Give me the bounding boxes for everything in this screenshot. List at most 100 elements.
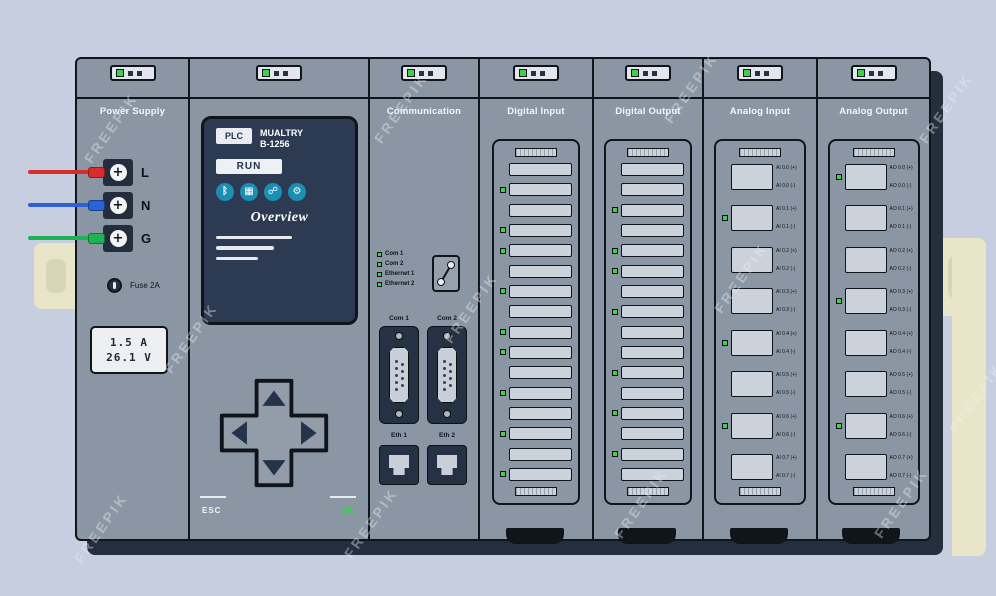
fuse-pin xyxy=(113,282,116,289)
channel-label: AI 0.3 (-) xyxy=(776,307,796,314)
eth-port-label: Eth 1 xyxy=(391,432,407,439)
terminal-slot xyxy=(509,203,572,217)
terminal-slot xyxy=(509,163,572,176)
module-latch-clip xyxy=(730,528,788,544)
legend-label: Ethernet 1 xyxy=(385,271,415,277)
terminal-slot xyxy=(509,345,572,359)
power-display: 1.5 A 26.1 V xyxy=(90,326,168,374)
terminal-slot xyxy=(621,447,684,461)
legend-led-icon xyxy=(377,281,382,287)
pin-icon xyxy=(400,384,404,387)
power-led-icon xyxy=(743,69,751,77)
status-led-icon xyxy=(274,70,279,76)
screw-icon: + xyxy=(109,230,127,247)
analog-channel-row: AO 0.4 (+)AO 0.4 (-) xyxy=(836,329,915,356)
channel-led-icon xyxy=(500,247,506,254)
io-slot-row xyxy=(612,345,684,359)
analog-output-channels: AO 0.0 (+)AO 0.0 (-)AO 0.1 (+)AO 0.1 (-)… xyxy=(830,157,918,487)
io-slot-row xyxy=(500,183,572,197)
terminal-slot xyxy=(731,329,773,356)
io-slot-row xyxy=(612,163,684,176)
rj45-connector xyxy=(389,455,409,475)
pin-icon xyxy=(394,359,398,363)
db9-connector xyxy=(437,347,457,403)
channel-led-icon xyxy=(612,207,618,214)
ethernet-port-1 xyxy=(379,445,419,485)
module-title-analog-output: Analog Output xyxy=(839,106,908,117)
analog-channel-row: AO 0.1 (+)AO 0.1 (-) xyxy=(836,205,915,232)
digital-output-slots xyxy=(606,157,690,487)
terminal-screw: + xyxy=(103,192,133,219)
channel-label: AI 0.4 (-) xyxy=(776,348,796,355)
screen-title: Overview xyxy=(250,209,309,225)
channel-labels: AO 0.4 (+)AO 0.4 (-) xyxy=(890,331,913,355)
channel-label: AI 0.6 (-) xyxy=(776,431,796,438)
channel-label: AO 0.3 (+) xyxy=(889,289,913,296)
pin-icon xyxy=(400,370,404,373)
terminal-slot xyxy=(731,371,773,398)
dpad-cross xyxy=(219,378,329,488)
io-slot-row xyxy=(612,305,684,319)
gear-icon: ⚙ xyxy=(288,182,306,201)
io-slot-row xyxy=(612,366,684,380)
module-top-strip xyxy=(594,59,702,99)
legend-led-icon xyxy=(377,261,382,267)
channel-led-icon xyxy=(835,422,842,429)
terminal-slot xyxy=(509,427,572,441)
terminal-slot xyxy=(509,467,572,481)
module-top-strip xyxy=(190,59,368,99)
terminal-slot xyxy=(509,406,572,420)
wire-l xyxy=(28,170,90,174)
dpad-right-icon xyxy=(301,421,317,445)
power-led-icon xyxy=(407,69,415,77)
io-slot-row xyxy=(500,203,572,217)
terminal-slot xyxy=(731,205,773,232)
legend-row: Com 1 xyxy=(377,251,414,257)
menu-line xyxy=(216,256,258,260)
status-led-cluster xyxy=(256,65,302,81)
module-latch-clip xyxy=(506,528,564,544)
io-slot-row xyxy=(500,223,572,237)
pin-icon xyxy=(442,373,446,377)
channel-label: AI 0.7 (-) xyxy=(776,473,796,480)
plc-icon-row: ᛒ▦☍⚙ xyxy=(216,182,343,201)
channel-led-icon xyxy=(835,298,842,305)
plc-screen: PLC MUALTRY B-1256 RUN ᛒ▦☍⚙ Overview xyxy=(201,116,358,325)
terminal-slot xyxy=(844,454,887,481)
channel-labels: AO 0.2 (+)AO 0.2 (-) xyxy=(890,248,913,272)
pin-icon xyxy=(400,377,404,380)
pin-icon xyxy=(448,384,452,387)
io-slot-row xyxy=(500,163,572,176)
legend-label: Com 1 xyxy=(385,251,404,257)
channel-label: AO 0.3 (-) xyxy=(889,307,912,314)
channel-labels: AI 0.0 (+)AI 0.0 (-) xyxy=(776,165,797,189)
analog-channel-row: AI 0.2 (+)AI 0.2 (-) xyxy=(722,246,801,273)
dpad-control xyxy=(219,378,329,488)
io-slot-row xyxy=(612,325,684,339)
io-slot-row xyxy=(612,386,684,400)
channel-led-icon xyxy=(500,430,506,437)
analog-channel-row: AI 0.0 (+)AI 0.0 (-) xyxy=(722,163,801,190)
status-led-icon xyxy=(652,70,657,76)
module-top-strip xyxy=(480,59,592,99)
io-slot-row xyxy=(500,447,572,461)
channel-labels: AO 0.3 (+) AO 0.3 (-) xyxy=(890,289,913,313)
channel-label: AO 0.4 (-) xyxy=(889,348,912,355)
ok-button-label: OK xyxy=(340,505,355,515)
io-slot-row xyxy=(500,427,572,441)
connector-ridge xyxy=(852,148,895,157)
module-power-supply: Power Supply + L + N + G Fuse 2A xyxy=(77,59,190,539)
channel-labels: AI 0.7 (+)AI 0.7 (-) xyxy=(776,455,797,479)
dpad-left-icon xyxy=(231,421,247,445)
terminal-row-l: + L xyxy=(103,159,149,186)
channel-label: AI 0.0 (+) xyxy=(776,164,797,171)
pin-icon xyxy=(394,380,398,384)
dpad-down-icon xyxy=(262,460,286,476)
terminal-slot xyxy=(621,345,684,359)
terminal-slot xyxy=(509,244,572,258)
io-slot-row xyxy=(612,427,684,441)
terminal-slot xyxy=(731,412,773,439)
io-slot-row xyxy=(500,386,572,400)
